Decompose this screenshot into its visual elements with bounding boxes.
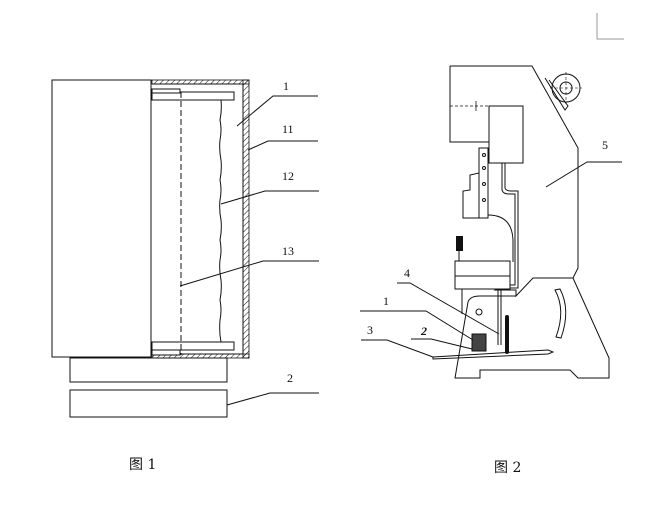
base-block-lower	[69, 389, 228, 418]
leader-1	[236, 95, 318, 127]
top-plate	[151, 91, 235, 101]
label-13: 13	[282, 244, 294, 258]
leader-11	[247, 140, 318, 151]
pulley-wheel	[544, 72, 582, 111]
label-3: 3	[367, 323, 373, 337]
leader-4	[397, 282, 500, 335]
press-frame-lower	[454, 277, 610, 379]
lower-die	[454, 275, 511, 290]
cylinder-block	[488, 105, 524, 164]
pipe-line-b	[500, 163, 519, 345]
figure-2-leaders	[360, 161, 622, 358]
bottom-plate	[151, 341, 235, 351]
figure-1-leaders	[179, 95, 319, 406]
label-2: 2	[420, 324, 427, 338]
lever-3	[432, 349, 555, 360]
hole	[482, 166, 486, 170]
leader-2	[226, 392, 319, 406]
hole	[482, 153, 486, 157]
handle	[456, 236, 463, 251]
label-1: 1	[283, 79, 289, 93]
pin-4	[505, 315, 509, 354]
housing-block	[449, 66, 490, 143]
pipe-line-a	[497, 163, 516, 345]
leader-12	[220, 190, 319, 205]
label-12: 12	[282, 169, 294, 183]
leader-5	[545, 161, 622, 188]
label-2: 2	[287, 371, 293, 385]
hatched-casing	[151, 79, 250, 359]
label-5: 5	[602, 138, 608, 152]
arc-slot	[554, 288, 567, 339]
block-1	[471, 333, 487, 352]
label-4: 4	[404, 266, 410, 280]
leader-2	[411, 338, 473, 350]
bottom-plate-tab	[151, 349, 181, 356]
hole	[482, 182, 486, 186]
bolt-icon	[475, 308, 483, 316]
label-1: 1	[383, 294, 389, 308]
hole	[482, 198, 486, 202]
leader-1	[360, 310, 474, 341]
upper-die	[454, 260, 511, 277]
leader-13	[179, 260, 319, 287]
figure-1-caption: 图 1	[129, 457, 157, 473]
base-block-upper	[69, 357, 228, 383]
hose	[487, 214, 514, 262]
figure-2-caption: 图 2	[494, 460, 522, 476]
top-plate-tab	[151, 88, 181, 94]
press-frame-upper	[450, 65, 579, 298]
label-11: 11	[282, 122, 294, 136]
door-panel	[51, 79, 152, 358]
leader-3	[361, 339, 434, 358]
wavy-element-12	[219, 99, 222, 343]
